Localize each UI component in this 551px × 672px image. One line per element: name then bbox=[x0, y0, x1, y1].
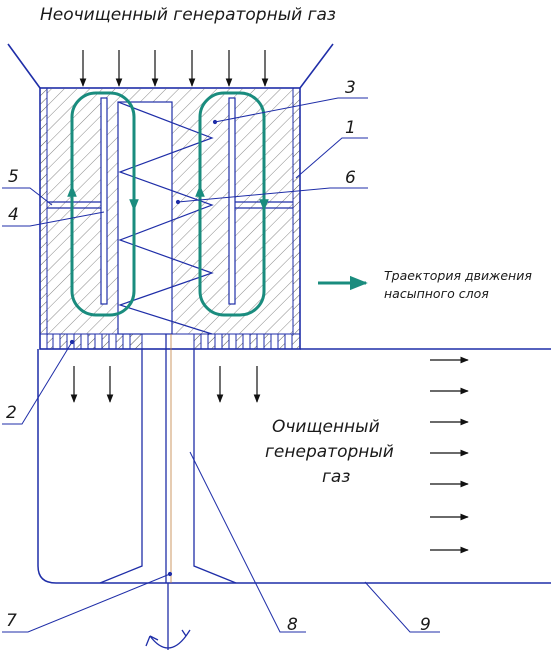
callout-9: 9 bbox=[420, 615, 431, 635]
callout-6: 6 bbox=[345, 168, 356, 188]
svg-text:генераторный: генераторный bbox=[265, 442, 394, 462]
outlet-down-arrows bbox=[70, 366, 261, 403]
callout-1: 1 bbox=[345, 118, 356, 138]
callout-numbers: 3 1 6 5 4 2 7 8 9 bbox=[6, 78, 431, 635]
callout-3: 3 bbox=[345, 78, 356, 98]
callout-4: 4 bbox=[8, 205, 19, 225]
rotation-arrow-icon bbox=[145, 629, 191, 649]
hopper bbox=[7, 43, 334, 89]
callout-2: 2 bbox=[6, 403, 17, 423]
shaft bbox=[99, 334, 237, 650]
callout-5: 5 bbox=[8, 167, 19, 187]
clean-gas-chamber bbox=[37, 348, 551, 584]
inlet-arrows bbox=[79, 50, 269, 87]
clean-gas-label: Очищенный генераторный газ bbox=[265, 417, 394, 487]
callout-7: 7 bbox=[6, 611, 17, 631]
inner-plates bbox=[100, 97, 236, 305]
svg-text:Очищенный: Очищенный bbox=[272, 417, 380, 437]
callout-leaders bbox=[2, 97, 440, 633]
legend: Траектория движения насыпного слоя bbox=[318, 268, 532, 301]
callout-8: 8 bbox=[287, 615, 298, 635]
bed-trajectory bbox=[67, 91, 269, 317]
grid-plate bbox=[39, 333, 301, 350]
central-screw bbox=[117, 101, 214, 335]
svg-text:Траектория движения: Траектория движения bbox=[384, 268, 532, 283]
raw-gas-label: Неочищенный генераторный газ bbox=[40, 5, 336, 25]
svg-text:газ: газ bbox=[322, 467, 350, 487]
flow-arrow-icon bbox=[430, 356, 469, 554]
svg-text:насыпного слоя: насыпного слоя bbox=[384, 286, 489, 301]
